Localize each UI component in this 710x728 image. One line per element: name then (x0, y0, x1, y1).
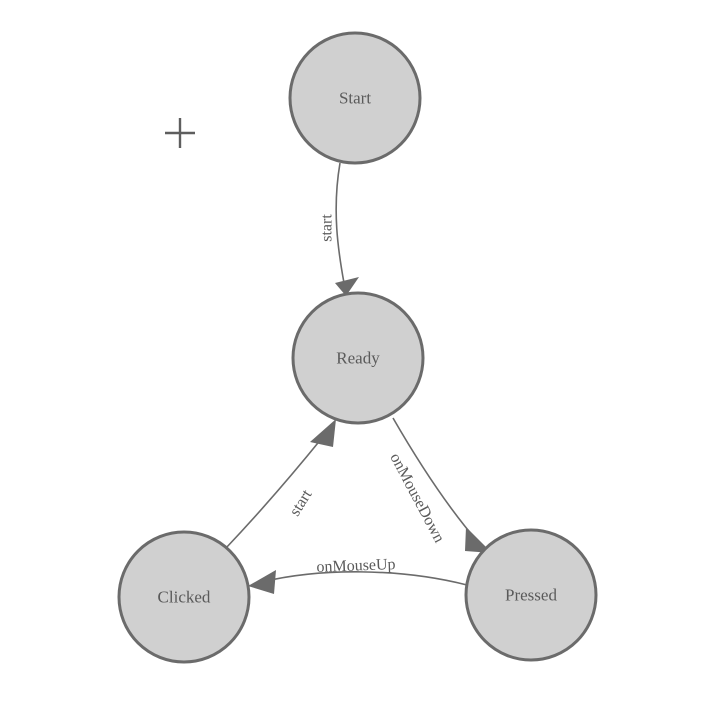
edge-ready-to-pressed-label: onMouseDown (386, 450, 447, 545)
edge-pressed-to-clicked-label: onMouseUp (316, 556, 396, 576)
edge-clicked-to-ready-path (225, 437, 323, 549)
edge-start-to-ready-arrowhead (335, 277, 359, 296)
node-clicked-label: Clicked (158, 588, 211, 607)
node-pressed-circle[interactable] (464, 528, 598, 662)
edge-start-to-ready-path (335, 162, 345, 284)
edge-start-to-ready[interactable]: start (319, 162, 360, 296)
edge-pressed-to-clicked-arrowhead (248, 570, 276, 594)
edge-pressed-to-clicked[interactable]: onMouseUp (248, 556, 468, 594)
node-start-label: Start (339, 89, 371, 108)
node-clicked-circle[interactable] (117, 530, 251, 664)
node-start[interactable]: Start (288, 31, 422, 165)
edge-clicked-to-ready[interactable]: start (225, 419, 336, 549)
edge-clicked-to-ready-arrowhead (310, 419, 336, 447)
node-pressed-label: Pressed (505, 586, 557, 605)
node-ready-label: Ready (336, 349, 380, 368)
node-pressed[interactable]: Pressed (464, 528, 598, 662)
edge-ready-to-pressed[interactable]: onMouseDown (386, 417, 492, 553)
edge-pressed-to-clicked-path (261, 571, 468, 586)
node-ready-circle[interactable] (291, 291, 425, 425)
node-clicked[interactable]: Clicked (117, 530, 251, 664)
node-start-circle[interactable] (288, 31, 422, 165)
edge-clicked-to-ready-label: start (286, 486, 315, 519)
node-ready[interactable]: Ready (291, 291, 425, 425)
plus-marker (165, 118, 195, 148)
edge-start-to-ready-label: start (319, 214, 336, 242)
edge-ready-to-pressed-arrowhead (465, 527, 492, 553)
